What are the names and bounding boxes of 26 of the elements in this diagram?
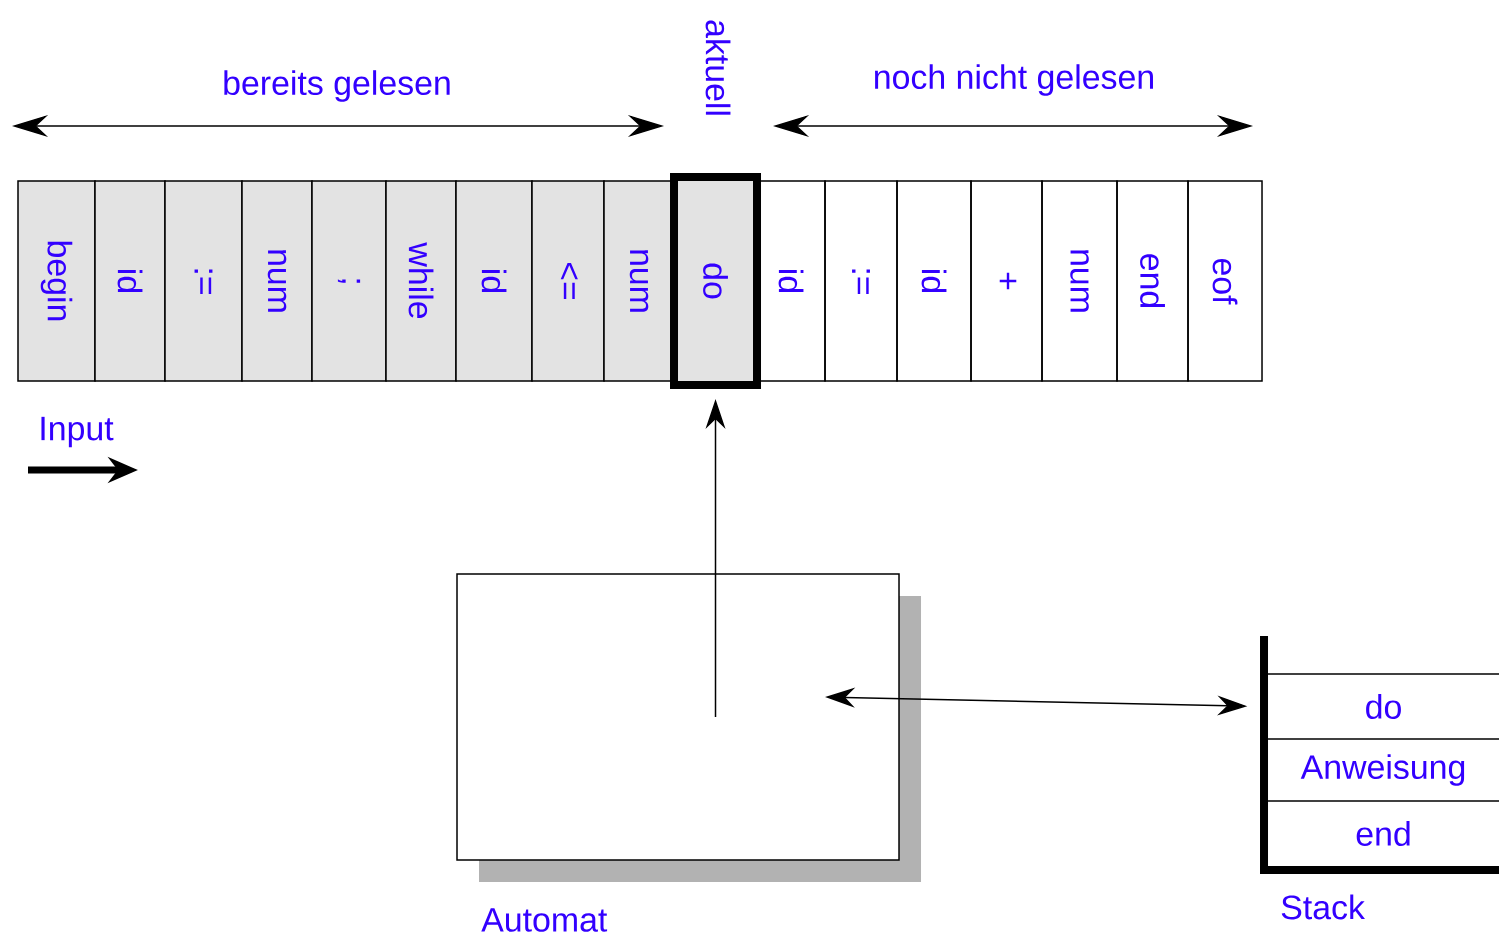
tape-cell: id bbox=[455, 180, 533, 382]
tape-cell: <= bbox=[531, 180, 605, 382]
stack-cell: end bbox=[1267, 800, 1499, 846]
label: noch nicht gelesen bbox=[875, 64, 1153, 96]
stack-cell: do bbox=[1267, 673, 1499, 719]
tape-cell: id bbox=[896, 180, 972, 382]
tape-cell: := bbox=[824, 180, 898, 382]
tape-cell: ; bbox=[311, 180, 387, 382]
stack-cell: Anweisung bbox=[1267, 738, 1499, 786]
box-label: Automat bbox=[481, 908, 608, 932]
label: bereits gelesen bbox=[224, 70, 450, 102]
tape-cell: := bbox=[164, 180, 243, 382]
label: aktuell bbox=[705, 20, 731, 115]
tape-cell: + bbox=[970, 180, 1043, 382]
tape-cell: id bbox=[94, 180, 166, 382]
tape-cell: end bbox=[1116, 180, 1189, 382]
stack-label: Stack bbox=[1281, 894, 1365, 920]
tape-cell: num bbox=[603, 180, 675, 382]
tape-cell: num bbox=[241, 180, 313, 382]
tape-cell: do bbox=[670, 173, 761, 389]
tape-cell: while bbox=[385, 180, 457, 382]
label: Input bbox=[41, 416, 114, 448]
tape-cell: id bbox=[756, 180, 826, 382]
tape-cell: eof bbox=[1187, 180, 1263, 382]
tape-cell: num bbox=[1041, 180, 1118, 382]
tape-cell: begin bbox=[17, 180, 96, 382]
